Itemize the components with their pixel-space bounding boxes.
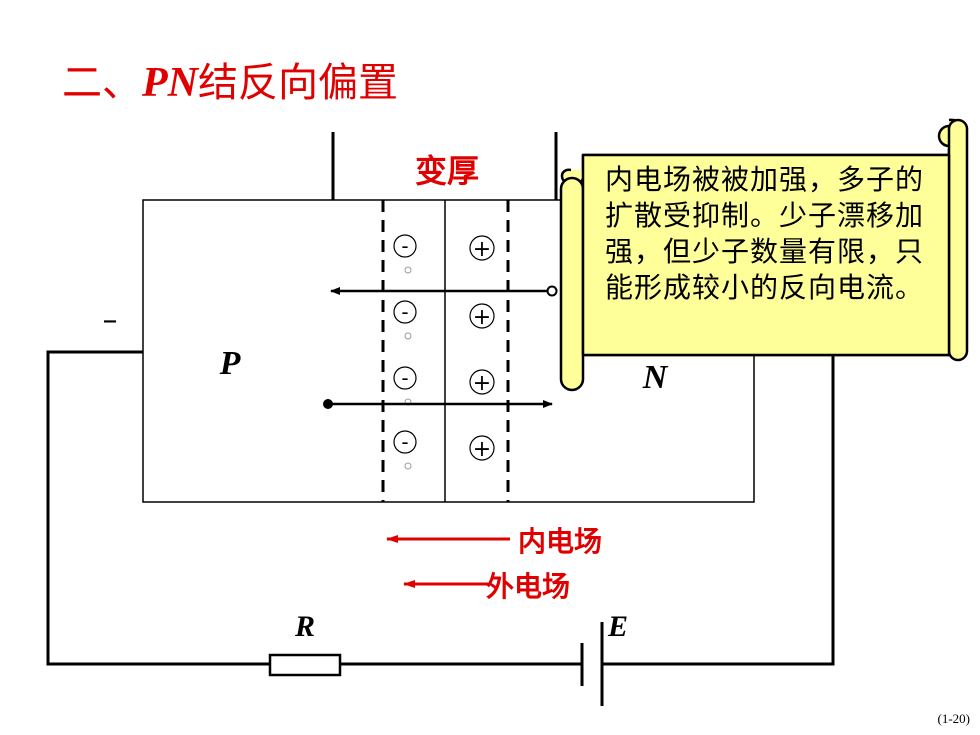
positive-ion: + <box>469 435 495 462</box>
outer-field-label: 外电场 <box>486 570 570 603</box>
title-pn: PN <box>142 60 198 106</box>
svg-text:-: - <box>401 366 408 390</box>
svg-text:+: + <box>473 371 491 396</box>
page-number: (1-20) <box>937 711 971 726</box>
negative-ion: - <box>393 366 417 406</box>
hole-carrier <box>546 285 558 297</box>
scroll-callout-text: 内电场被被加强，多子的扩散受抑制。少子漂移加强，但少子数量有限，只能形成较小的反… <box>605 163 925 304</box>
battery-label: E <box>607 610 628 643</box>
page-title: 二、PN结反向偏置 <box>62 50 398 108</box>
inner-field-label: 内电场 <box>518 525 602 558</box>
resistor <box>268 653 342 677</box>
svg-text:+: + <box>473 237 491 262</box>
svg-text:-: - <box>401 234 408 258</box>
p-region-label: P <box>219 345 241 382</box>
circuit-left-wire <box>46 350 270 666</box>
svg-text:-: - <box>401 430 408 454</box>
positive-ion: + <box>469 303 495 330</box>
title-suffix: 结反向偏置 <box>198 60 398 106</box>
title-prefix: 二、 <box>62 60 142 106</box>
positive-ion: + <box>469 369 495 396</box>
svg-text:+: + <box>473 437 491 462</box>
minus-label: – <box>103 303 118 338</box>
scroll-callout <box>559 118 969 392</box>
negative-ion: - <box>393 430 417 470</box>
positive-ion: + <box>469 235 495 262</box>
svg-text:-: - <box>401 300 408 324</box>
n-region-label: N <box>642 359 669 396</box>
negative-ion: - <box>393 234 417 274</box>
negative-ion: - <box>393 300 417 340</box>
electron-carrier <box>323 399 333 409</box>
svg-text:+: + <box>473 305 491 330</box>
resistor-label: R <box>294 610 315 643</box>
thicker-label: 变厚 <box>415 152 479 190</box>
